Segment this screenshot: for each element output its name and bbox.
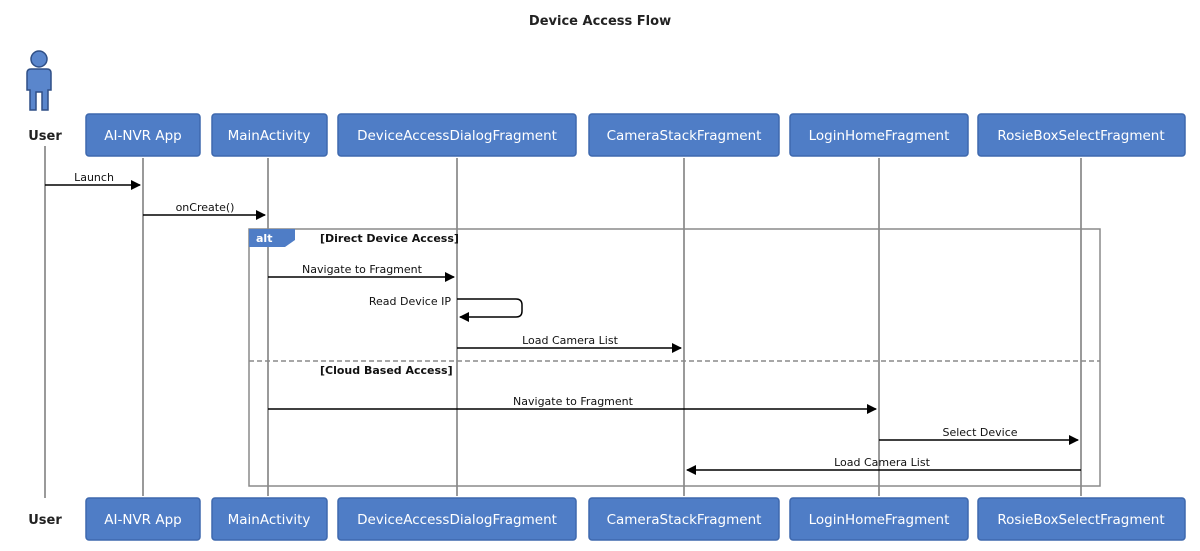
participant-deviceaccessdialogfragment-bottom: DeviceAccessDialogFragment [337,497,577,541]
participants-bottom: AI-NVR App MainActivity DeviceAccessDial… [85,497,1186,541]
participant-rosieboxselectfragment-bottom: RosieBoxSelectFragment [977,497,1186,541]
msg-oncreate-label: onCreate() [176,201,235,214]
msg-navigate-cloud-label: Navigate to Fragment [513,395,634,408]
participant-mainactivity-label: MainActivity [228,128,311,144]
msg-load-list-cloud-label: Load Camera List [834,456,930,469]
participants-top: AI-NVR App MainActivity DeviceAccessDial… [85,113,1186,157]
participant-ai-nvr-app-label-bottom: AI-NVR App [104,512,181,528]
messages: Launch onCreate() Navigate to Fragment R… [45,171,1081,475]
participant-mainactivity-bottom: MainActivity [211,497,328,541]
msg-select-device-label: Select Device [942,426,1017,439]
alt-frame: alt [Direct Device Access] [Cloud Based … [248,228,1101,487]
actor-label-bottom: User [28,513,62,528]
alt-tag-shape [249,229,295,247]
participant-camerastackfragment-label: CameraStackFragment [607,128,762,144]
participant-camerastackfragment: CameraStackFragment [588,113,780,157]
msg-read-ip-arrow [457,298,523,322]
participant-loginhomefragment-bottom: LoginHomeFragment [789,497,969,541]
diagram-title: Device Access Flow [529,14,671,29]
participant-rosieboxselectfragment-label: RosieBoxSelectFragment [997,128,1164,144]
msg-navigate-direct-label: Navigate to Fragment [302,263,423,276]
participant-rosieboxselectfragment-label-bottom: RosieBoxSelectFragment [997,512,1164,528]
participant-mainactivity: MainActivity [211,113,328,157]
msg-load-list-direct-label: Load Camera List [522,334,618,347]
msg-read-ip-label: Read Device IP [369,295,451,308]
participant-loginhomefragment-label: LoginHomeFragment [809,128,950,144]
participant-ai-nvr-app-bottom: AI-NVR App [85,497,201,541]
participant-deviceaccessdialogfragment: DeviceAccessDialogFragment [337,113,577,157]
guard-cloud-access: [Cloud Based Access] [320,364,453,377]
participant-mainactivity-label-bottom: MainActivity [228,512,311,528]
user-icon [26,50,52,111]
participant-loginhomefragment-label-bottom: LoginHomeFragment [809,512,950,528]
participant-loginhomefragment: LoginHomeFragment [789,113,969,157]
msg-launch-label: Launch [74,171,114,184]
alt-tag-label: alt [256,232,272,245]
lifelines [44,146,1082,498]
participant-deviceaccessdialogfragment-label: DeviceAccessDialogFragment [357,128,557,144]
participant-camerastackfragment-label-bottom: CameraStackFragment [607,512,762,528]
alt-frame-border [248,228,1101,487]
participant-deviceaccessdialogfragment-label-bottom: DeviceAccessDialogFragment [357,512,557,528]
participant-rosieboxselectfragment: RosieBoxSelectFragment [977,113,1186,157]
participant-ai-nvr-app-label: AI-NVR App [104,128,181,144]
participant-ai-nvr-app: AI-NVR App [85,113,201,157]
guard-direct-access: [Direct Device Access] [320,232,459,245]
actor-label-top: User [28,129,62,144]
participant-camerastackfragment-bottom: CameraStackFragment [588,497,780,541]
